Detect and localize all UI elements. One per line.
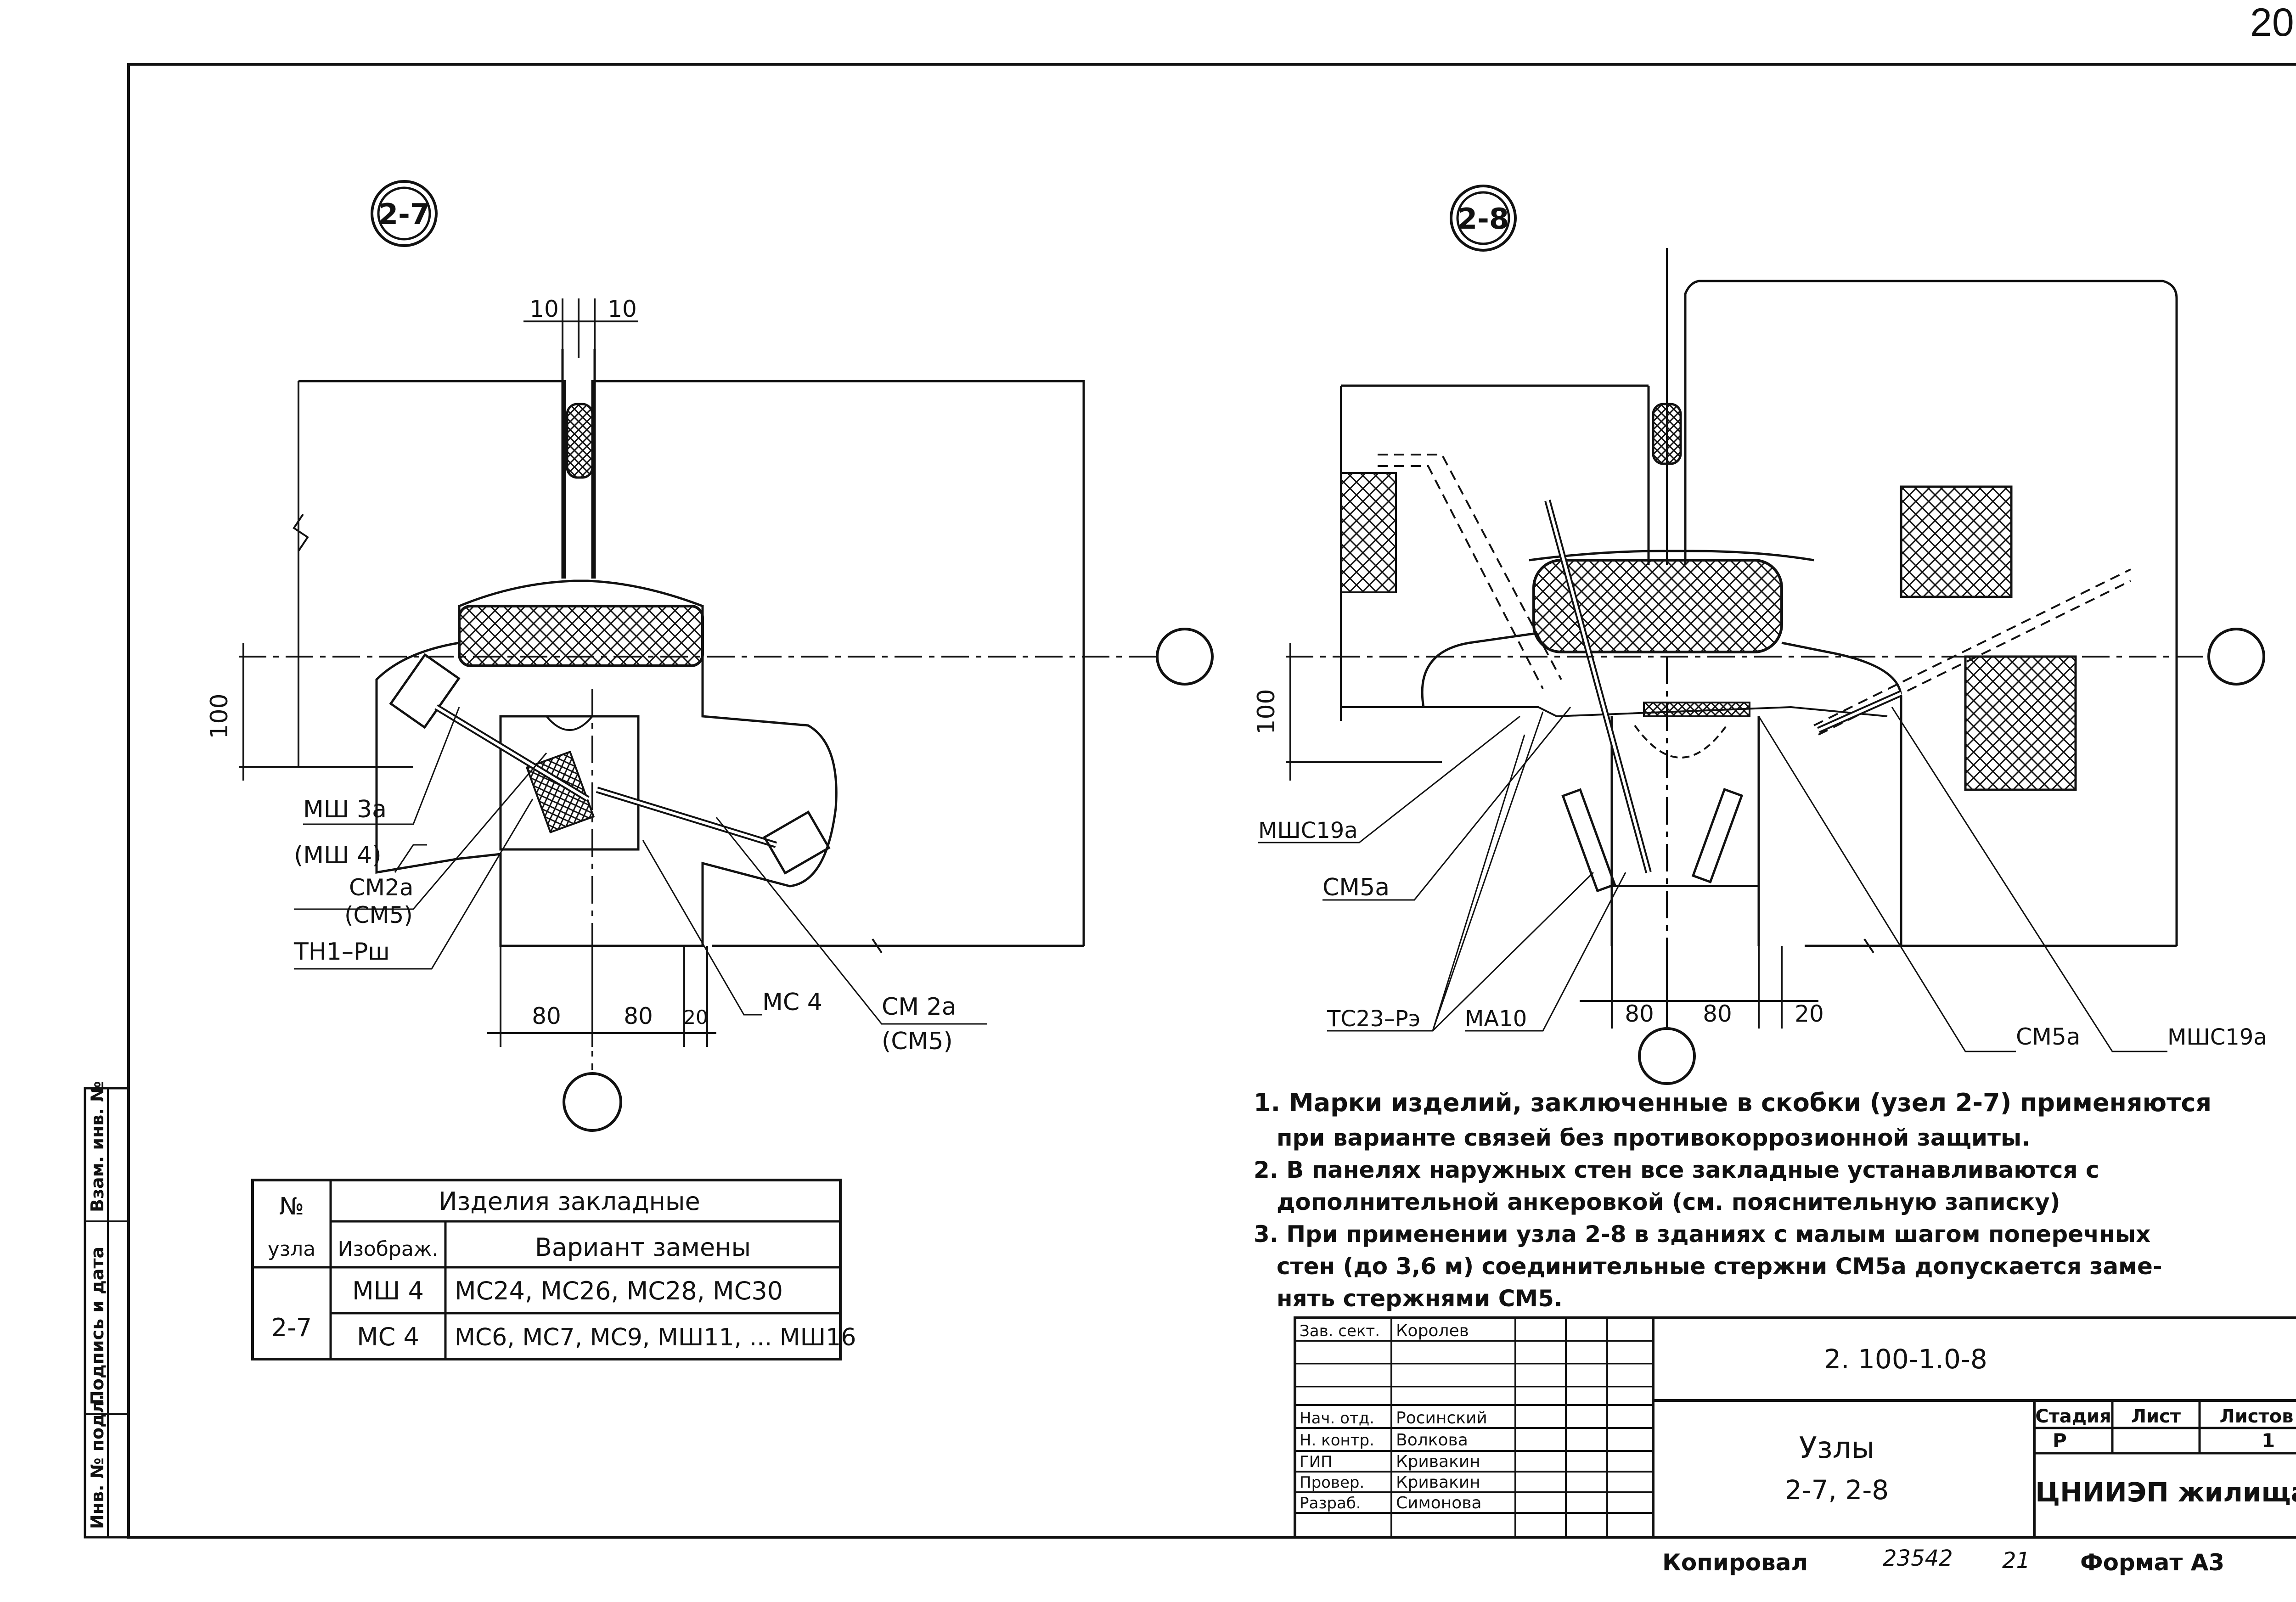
insulation-2-7 [458,605,704,667]
dim-top-left-2-7: 10 [529,296,559,322]
organization: ЦНИИЭП жилища [2035,1477,2296,1508]
note-line-2: при варианте связей без противокоррозион… [1277,1124,2030,1151]
sealant-2-7 [566,403,594,479]
table-col-image: Изображ. [338,1237,439,1261]
note-line-1: 1. Марки изделий, заключенные в скобки (… [1254,1088,2212,1117]
dim-bottom-2-2-7: 80 [624,1003,653,1029]
sheets-value: 1 [2262,1429,2275,1452]
node-badge-2-7-circle [371,180,438,247]
staff-name-6: Симонова [1396,1494,1482,1512]
dim-bottom-1-2-7: 80 [532,1003,561,1029]
label-tc23: ТС23–Рэ [1327,1006,1420,1032]
node-badge-2-8-circle [1450,185,1517,252]
dim-bottom-3-2-8: 20 [1795,1001,1824,1027]
staff-role-4: ГИП [1300,1453,1333,1471]
staff-name-3: Волкова [1396,1431,1468,1450]
note-line-4: дополнительной анкеровкой (см. пояснител… [1277,1189,2060,1215]
sheet-frame [127,63,2296,1539]
footer-extra: 21 [2002,1548,2030,1574]
note-line-3: 2. В панелях наружных стен все закладные… [1254,1157,2099,1183]
concrete-core-2-7 [375,579,838,947]
dim-side-2-8: 100 [1253,689,1280,734]
table-title: Изделия закладные [439,1187,700,1216]
insulation-panel-right-bottom-2-8 [1964,655,2077,791]
title-block: Зав. сект. Королев Нач. отд. Росинский Н… [1294,1316,2296,1539]
notes: 1. Марки изделий, заключенные в скобки (… [1254,1088,2212,1312]
table-row-1-variant: МС24, МС26, МС28, МС30 [455,1276,783,1305]
axis-marker-v-2-8 [1638,1027,1696,1085]
stage-value: Р [2053,1429,2067,1452]
page-number: 20 [2250,0,2294,45]
node-2-8-drawing: 2-8 [1253,185,2267,1085]
insulation-2-8 [1532,559,1783,653]
table-row-2-variant: МС6, МС7, МС9, МШ11, ... МШ16 [455,1324,856,1351]
staff-name-5: Кривакин [1396,1473,1480,1492]
stage-label: Стадия [2035,1406,2111,1427]
table-col-node: узла [268,1237,316,1261]
dim-bottom-3-2-7: 20 [683,1006,708,1029]
footer-copied: Копировал [1662,1549,1808,1576]
dim-bottom-2-2-8: 80 [1703,1001,1732,1027]
staff-role-6: Разраб. [1300,1494,1361,1512]
sheet-title-2: 2-7, 2-8 [1785,1474,1889,1506]
staff-role-2: Нач. отд. [1300,1409,1374,1428]
table-row-1-image: МШ 4 [352,1276,424,1305]
stamp-signature-date: Подпись и дата [87,1247,107,1405]
footer-number: 23542 [1883,1546,1953,1571]
label-mc4: МС 4 [762,989,822,1016]
table-col-no: № [279,1193,304,1220]
sealant-2-8 [1652,403,1682,465]
axis-marker-h-2-8 [2207,628,2265,686]
insulation-panel-right-top-2-8 [1900,485,2013,598]
sheet-title-1: Узлы [1799,1431,1874,1465]
label-mshc19a-right: МШС19а [2167,1024,2267,1050]
side-stamp: Инв. № подл. Подпись и дата Взам. инв. № [84,1081,130,1539]
dim-top-right-2-7: 10 [608,296,637,322]
note-line-7: нять стержнями СМ5. [1277,1285,1563,1312]
footer-format: Формат А3 [2080,1549,2224,1576]
node-badge-2-8: 2-8 [1458,202,1509,236]
note-line-6: стен (до 3,6 м) соединительные стержни С… [1277,1253,2162,1280]
footer: Копировал 23542 21 Формат А3 [1662,1546,2224,1576]
label-cm5a-left: СМ5а [1322,874,1390,901]
node-badge-2-7: 2-7 [378,197,430,231]
axis-marker-h-2-7 [1156,628,1214,686]
staff-role-1: Зав. сект. [1300,1322,1380,1340]
label-cm2a-right: СМ 2а [882,993,957,1021]
dim-bottom-1-2-8: 80 [1625,1001,1654,1027]
label-cm5-right: (СМ5) [882,1028,953,1055]
label-msh4: (МШ 4) [294,842,382,869]
doc-code: 2. 100-1.0-8 [1824,1343,1987,1375]
stamp-replaced-inv: Взам. инв. № [87,1081,107,1212]
label-ma10: МА10 [1465,1006,1527,1032]
table-row-2-image: МС 4 [357,1322,419,1351]
sheet-label: Лист [2131,1406,2181,1427]
label-tn1: ТН1–Рш [293,938,390,966]
label-cm5-left: (СМ5) [344,902,413,928]
insulation-panel-left-2-8 [1340,472,1397,593]
note-line-5: 3. При применении узла 2-8 в зданиях с м… [1254,1221,2150,1248]
stamp-inv-no: Инв. № подл. [87,1394,107,1529]
staff-role-3: Н. контр. [1300,1431,1374,1450]
axis-marker-v-2-7 [563,1072,622,1132]
label-msh3a: МШ 3а [303,796,387,823]
table-node-value: 2-7 [271,1313,312,1342]
node-2-7-drawing: 2-7 10 10 [206,180,1214,1132]
staff-name-2: Росинский [1396,1409,1487,1428]
table-col-variant: Вариант замены [535,1233,751,1262]
label-mshc19a-left: МШС19а [1258,818,1358,843]
label-cm5a-right: СМ5а [2016,1023,2081,1050]
dim-side-2-7: 100 [206,693,233,739]
staff-name-4: Кривакин [1396,1452,1480,1471]
staff-name-1: Королев [1396,1321,1469,1340]
label-cm2a-left: СМ2а [349,874,414,901]
parts-table: № узла Изделия закладные Изображ. Вариан… [251,1179,856,1360]
staff-role-5: Провер. [1300,1473,1364,1492]
sheets-label: Листов [2220,1406,2294,1427]
